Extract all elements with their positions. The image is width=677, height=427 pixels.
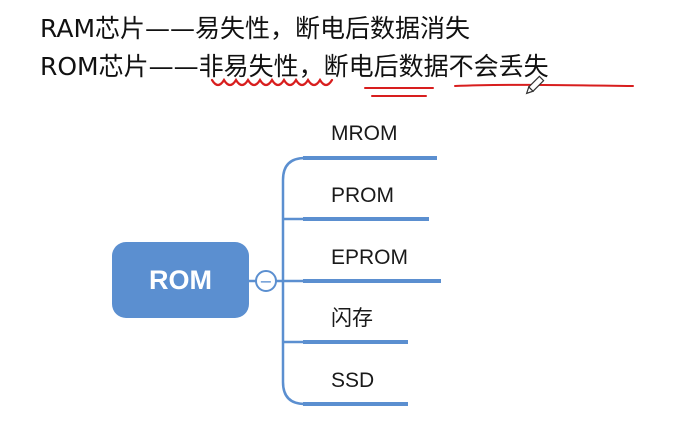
branch-node-ssd[interactable]: SSD bbox=[331, 369, 375, 392]
branch-node-mrom[interactable]: MROM bbox=[331, 122, 398, 145]
root-node-rom[interactable]: ROM bbox=[112, 242, 249, 318]
annotation-wavy-underline bbox=[210, 77, 334, 87]
root-node-label: ROM bbox=[149, 264, 212, 295]
annotation-double-underline bbox=[364, 87, 434, 97]
branch-node-prom[interactable]: PROM bbox=[331, 184, 394, 207]
annotation-underline bbox=[454, 83, 634, 87]
ram-description-line: RAM芯片——易失性，断电后数据消失 bbox=[40, 14, 471, 43]
collapse-toggle[interactable] bbox=[255, 270, 277, 292]
collapse-toggle-symbol: − bbox=[259, 272, 272, 291]
branch-node-flash[interactable]: 闪存 bbox=[331, 307, 373, 330]
pen-cursor-icon bbox=[525, 75, 545, 95]
branch-node-eprom[interactable]: EPROM bbox=[331, 246, 409, 269]
rom-description-line: ROM芯片——非易失性，断电后数据不会丢失 bbox=[40, 52, 549, 81]
